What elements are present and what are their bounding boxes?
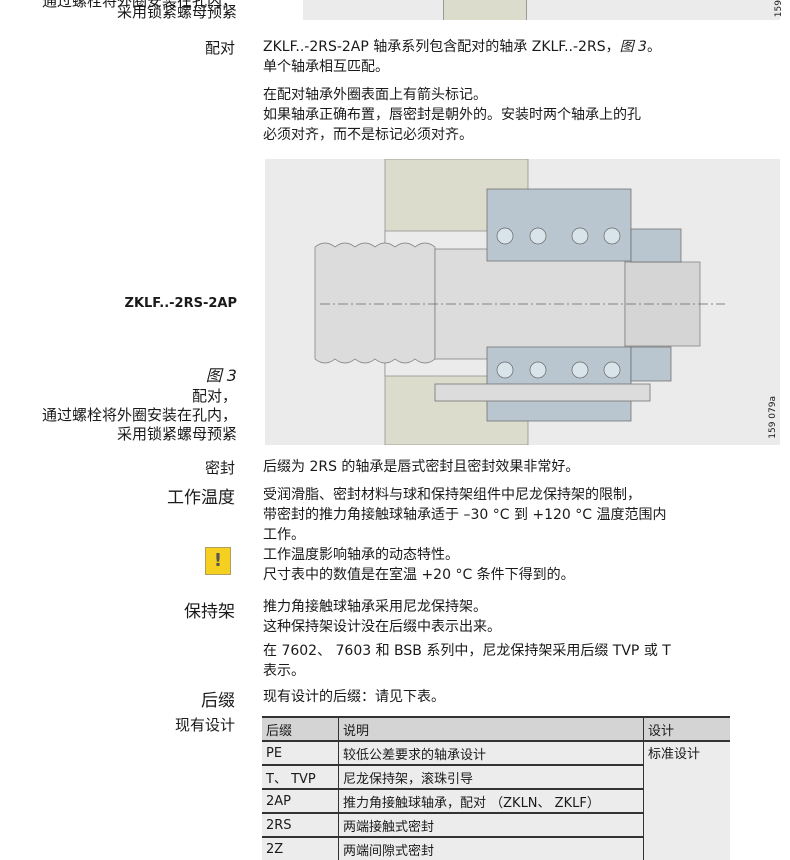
text: 。 — [646, 39, 661, 55]
cage-text: 推力角接触球轴承采用尼龙保持架。 这种保持架设计没在后缀中表示出来。 — [263, 597, 501, 637]
cell-suffix: 2AP — [262, 788, 339, 813]
text: 工作温度影响轴承的动态特性。 — [263, 547, 459, 563]
section-label-temperature: 工作温度 — [167, 488, 235, 508]
text: 这种保持架设计没在后缀中表示出来。 — [263, 619, 501, 635]
figure-code: 159 079a — [768, 396, 778, 439]
table-label: 现有设计 — [174, 716, 235, 734]
bearing-figure: 159 079a — [265, 158, 780, 446]
figure-caption-line: 通过螺栓将外圈安装在孔内， — [41, 406, 237, 424]
cage-text-2: 在 7602、 7603 和 BSB 系列中，尼龙保持架采用后缀 TVP 或 T… — [263, 641, 671, 681]
cell-suffix: PE — [262, 740, 339, 765]
text: ZKLF..-2RS-2AP 轴承系列包含配对的轴承 ZKLF..-2RS， — [263, 39, 620, 55]
cell-description: 尼龙保持架，滚珠引导 — [338, 764, 644, 789]
text: 在配对轴承外圈表面上有箭头标记。 — [263, 87, 487, 103]
figure-ref-link[interactable]: 图 3 — [619, 39, 647, 55]
header-suffix: 后缀 — [262, 718, 339, 741]
table-row: 2RS 两端接触式密封 — [262, 812, 730, 837]
prev-figure-image: 159 — [303, 0, 784, 20]
figure-side-label: ZKLF..-2RS-2AP — [124, 296, 237, 311]
section-label-seal: 密封 — [204, 459, 235, 477]
text: 工作。 — [263, 527, 305, 543]
temperature-text: 受润滑脂、密封材料与球和保持架组件中尼龙保持架的限制， 带密封的推力角接触球轴承… — [263, 485, 667, 545]
cell-suffix: 2Z — [262, 836, 339, 860]
prev-figure-caption-line: 采用锁紧螺母预紧 — [116, 3, 237, 21]
warning-icon: ! — [205, 547, 231, 575]
header-description: 说明 — [338, 718, 644, 741]
seal-text: 后缀为 2RS 的轴承是唇式密封且密封效果非常好。 — [263, 459, 580, 475]
table-row: 2AP 推力角接触球轴承，配对 （ZKLN、 ZKLF） — [262, 788, 730, 813]
cell-description: 推力角接触球轴承，配对 （ZKLN、 ZKLF） — [338, 788, 644, 813]
cell-suffix: T、 TVP — [262, 764, 339, 789]
header-design: 设计 — [643, 718, 730, 741]
section-label-cage: 保持架 — [184, 602, 235, 622]
text: 在 7602、 7603 和 BSB 系列中，尼龙保持架采用后缀 TVP 或 T — [263, 643, 671, 659]
text: 表示。 — [263, 663, 305, 679]
cell-description: 较低公差要求的轴承设计 — [338, 740, 644, 765]
warning-text: 工作温度影响轴承的动态特性。 尺寸表中的数值是在室温 +20 °C 条件下得到的… — [263, 545, 575, 585]
table-header-row: 后缀 说明 设计 — [262, 718, 730, 741]
text: 尺寸表中的数值是在室温 +20 °C 条件下得到的。 — [263, 567, 575, 583]
text: 推力角接触球轴承采用尼龙保持架。 — [263, 599, 487, 615]
text: 带密封的推力角接触球轴承适于 –30 °C 到 +120 °C 温度范围内 — [263, 507, 667, 523]
table-row: 2Z 两端间隙式密封 — [262, 836, 730, 860]
pairing-para2: 在配对轴承外圈表面上有箭头标记。 如果轴承正确布置，唇密封是朝外的。安装时两个轴… — [263, 85, 641, 145]
figure-caption-line: 采用锁紧螺母预紧 — [116, 425, 237, 443]
prev-figure-caption-line: 通过螺栓将外圈安装在孔内， — [41, 0, 237, 10]
figure-number: 图 3 — [205, 366, 237, 385]
cell-description: 两端间隙式密封 — [338, 836, 644, 860]
table-row: PE 较低公差要求的轴承设计 标准设计 — [262, 740, 730, 860]
cell-description: 两端接触式密封 — [338, 812, 644, 837]
suffix-table: 后缀 说明 设计 PE 较低公差要求的轴承设计 标准设计 T、 TVP 尼龙保持… — [262, 716, 730, 860]
suffix-text: 现有设计的后缀：请见下表。 — [263, 689, 445, 705]
pairing-para1: ZKLF..-2RS-2AP 轴承系列包含配对的轴承 ZKLF..-2RS，图 … — [263, 37, 661, 77]
table-row: T、 TVP 尼龙保持架，滚珠引导 — [262, 764, 730, 789]
section-label-pairing: 配对 — [204, 39, 235, 57]
text: 必须对齐，而不是标记必须对齐。 — [263, 127, 473, 143]
text: 受润滑脂、密封材料与球和保持架组件中尼龙保持架的限制， — [263, 487, 641, 503]
bearing-drawing — [314, 158, 725, 446]
prev-figure-code: 159 — [774, 0, 784, 18]
cell-design: 标准设计 — [643, 740, 730, 860]
cell-suffix: 2RS — [262, 812, 339, 837]
figure-caption-line: 配对， — [191, 387, 237, 405]
section-label-suffix: 后缀 — [201, 691, 235, 711]
text: 单个轴承相互匹配。 — [263, 59, 389, 75]
text: 如果轴承正确布置，唇密封是朝外的。安装时两个轴承上的孔 — [263, 107, 641, 123]
